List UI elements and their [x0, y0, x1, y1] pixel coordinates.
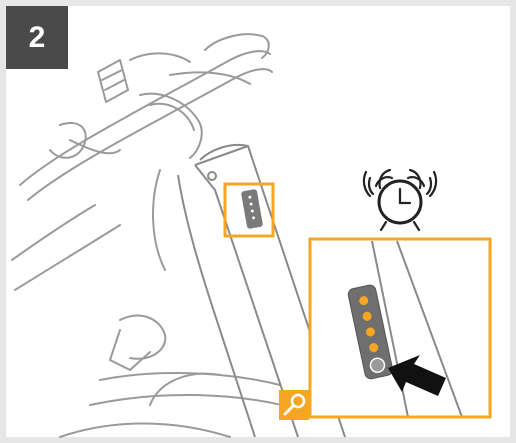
step-number-badge-top: 2 [6, 6, 68, 69]
frame-battery-indicator [241, 189, 263, 229]
magnifier-icon [279, 390, 309, 420]
battery-led-1 [359, 296, 369, 306]
zoom-detail-panel [308, 237, 492, 419]
highlight-box-small [223, 182, 275, 238]
battery-led-3 [365, 327, 375, 337]
pointer-arrow-icon [388, 355, 446, 396]
battery-check-button [369, 357, 386, 373]
battery-led-2 [362, 311, 372, 321]
battery-indicator-enlarged [347, 284, 394, 380]
alarm-clock-icon [362, 168, 438, 232]
handlebar-line-art [11, 33, 301, 438]
battery-led-4 [369, 343, 379, 353]
